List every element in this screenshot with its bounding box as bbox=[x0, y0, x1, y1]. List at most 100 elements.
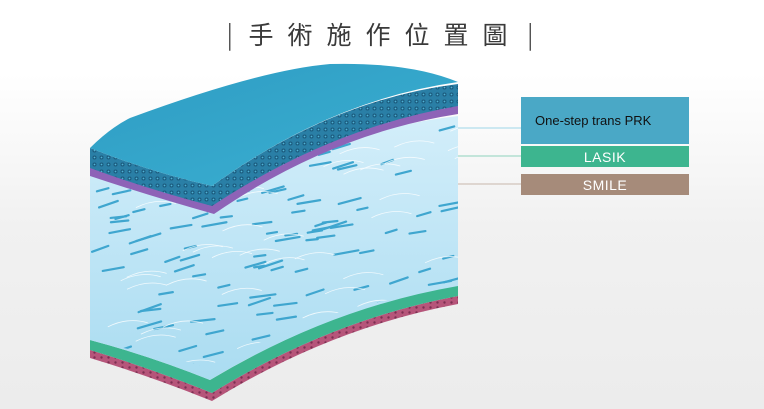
stroma-fiber bbox=[192, 273, 207, 278]
stroma-strand bbox=[394, 140, 435, 148]
stroma-fiber bbox=[111, 189, 132, 196]
stroma-fiber bbox=[217, 302, 239, 308]
stroma-fiber bbox=[265, 230, 279, 235]
stroma-fiber bbox=[317, 150, 331, 156]
stroma-strand bbox=[140, 327, 182, 335]
stroma-strand bbox=[135, 334, 176, 342]
stroma-strand bbox=[352, 341, 394, 349]
stroma-fiber bbox=[236, 197, 249, 203]
stroma-fiber bbox=[356, 206, 369, 212]
stroma-strand bbox=[360, 163, 401, 171]
descemet-layer bbox=[90, 296, 458, 401]
stroma-strand bbox=[323, 159, 364, 167]
stroma-fiber bbox=[294, 267, 309, 273]
stroma-fiber bbox=[201, 221, 228, 228]
stroma-fiber bbox=[273, 301, 298, 307]
stroma-fiber bbox=[136, 320, 163, 330]
stroma-fiber bbox=[415, 364, 434, 368]
stroma-fiber bbox=[337, 196, 362, 206]
stroma-strand bbox=[222, 224, 263, 232]
stroma-fiber bbox=[284, 361, 298, 367]
stroma-fiber bbox=[430, 339, 454, 347]
stroma-fiber bbox=[249, 293, 277, 299]
stroma-fiber bbox=[353, 285, 370, 291]
stroma-fiber bbox=[132, 208, 146, 214]
stroma-fiber bbox=[139, 307, 162, 313]
stroma-fiber bbox=[438, 125, 456, 132]
title-bar-left: | bbox=[225, 17, 235, 51]
stroma-fiber bbox=[329, 223, 354, 229]
stroma-strand bbox=[324, 287, 366, 295]
stroma-fiber bbox=[256, 311, 274, 316]
label-smile-text: SMILE bbox=[582, 176, 628, 193]
stroma-fiber bbox=[316, 234, 336, 239]
stroma-fiber bbox=[308, 161, 332, 167]
stroma-fiber bbox=[179, 253, 201, 262]
stroma-fiber bbox=[395, 370, 416, 377]
stroma-fiber bbox=[388, 276, 409, 285]
stroma-strand bbox=[447, 144, 458, 152]
stroma-fiber bbox=[108, 228, 132, 235]
stroma-fiber bbox=[109, 219, 130, 224]
stroma-fiber bbox=[296, 199, 322, 205]
stroma-fiber bbox=[336, 164, 358, 171]
stroma-strand bbox=[379, 193, 420, 201]
stroma-fiber bbox=[287, 194, 305, 201]
stroma-fiber bbox=[394, 169, 413, 176]
stroma-strand bbox=[166, 278, 207, 286]
stroma-fiber bbox=[205, 329, 225, 336]
stroma-fiber bbox=[442, 277, 458, 284]
stroma-fiber bbox=[191, 212, 209, 220]
stroma-fiber bbox=[291, 209, 306, 214]
stroma-strand bbox=[221, 287, 262, 295]
stroma-fiber bbox=[418, 267, 432, 274]
stroma-strand bbox=[450, 370, 490, 376]
stroma-fiber bbox=[90, 244, 110, 253]
stroma-fiber bbox=[322, 220, 348, 231]
stroma-fiber bbox=[416, 211, 432, 218]
stroma-strand bbox=[264, 257, 305, 265]
stroma-fiber bbox=[217, 283, 231, 289]
stroma-fiber bbox=[202, 350, 224, 359]
label-prk: One-step trans PRK bbox=[521, 97, 689, 144]
stroma-fiber bbox=[305, 238, 319, 242]
stroma-fiber bbox=[331, 142, 351, 151]
diagram-title: | 手術施作位置圖 | bbox=[170, 14, 590, 54]
stroma-fiber bbox=[128, 235, 152, 245]
stroma-strand bbox=[332, 341, 373, 349]
stroma-fiber bbox=[244, 260, 267, 269]
stroma-fiber bbox=[101, 266, 125, 273]
stroma-strand bbox=[387, 323, 428, 331]
stroma-fiber bbox=[384, 228, 398, 235]
endothelium-layer bbox=[90, 284, 458, 393]
stroma-fiber bbox=[291, 375, 311, 378]
stroma-fiber bbox=[253, 254, 267, 258]
stroma-fiber bbox=[158, 291, 174, 296]
stroma-fiber bbox=[219, 215, 234, 219]
stroma-strand bbox=[339, 147, 380, 155]
stroma-strand bbox=[239, 248, 280, 256]
stroma-strand bbox=[424, 256, 458, 264]
stroma-fiber bbox=[159, 202, 172, 208]
stroma-fiber bbox=[332, 344, 349, 349]
stroma-strand bbox=[182, 244, 223, 252]
stroma-strand bbox=[162, 320, 204, 328]
epithelium-surface bbox=[90, 63, 458, 187]
epithelium-cells bbox=[90, 84, 458, 206]
label-prk-text: One-step trans PRK bbox=[535, 113, 652, 128]
stroma-fiber bbox=[274, 235, 301, 243]
stroma-fiber bbox=[306, 229, 324, 234]
stroma-fiber bbox=[92, 367, 114, 368]
label-lasik: LASIK bbox=[521, 146, 689, 167]
stroma-strand bbox=[399, 361, 440, 368]
label-smile: SMILE bbox=[521, 174, 689, 195]
stroma-fiber bbox=[321, 219, 339, 224]
stroma-fiber bbox=[358, 249, 375, 255]
bowman-layer bbox=[90, 104, 458, 214]
stroma-fiber bbox=[251, 220, 273, 226]
stroma-fiber bbox=[444, 321, 458, 331]
title-bar-right: | bbox=[525, 17, 535, 51]
stroma-strand bbox=[126, 270, 167, 278]
stroma-strand bbox=[211, 250, 253, 258]
